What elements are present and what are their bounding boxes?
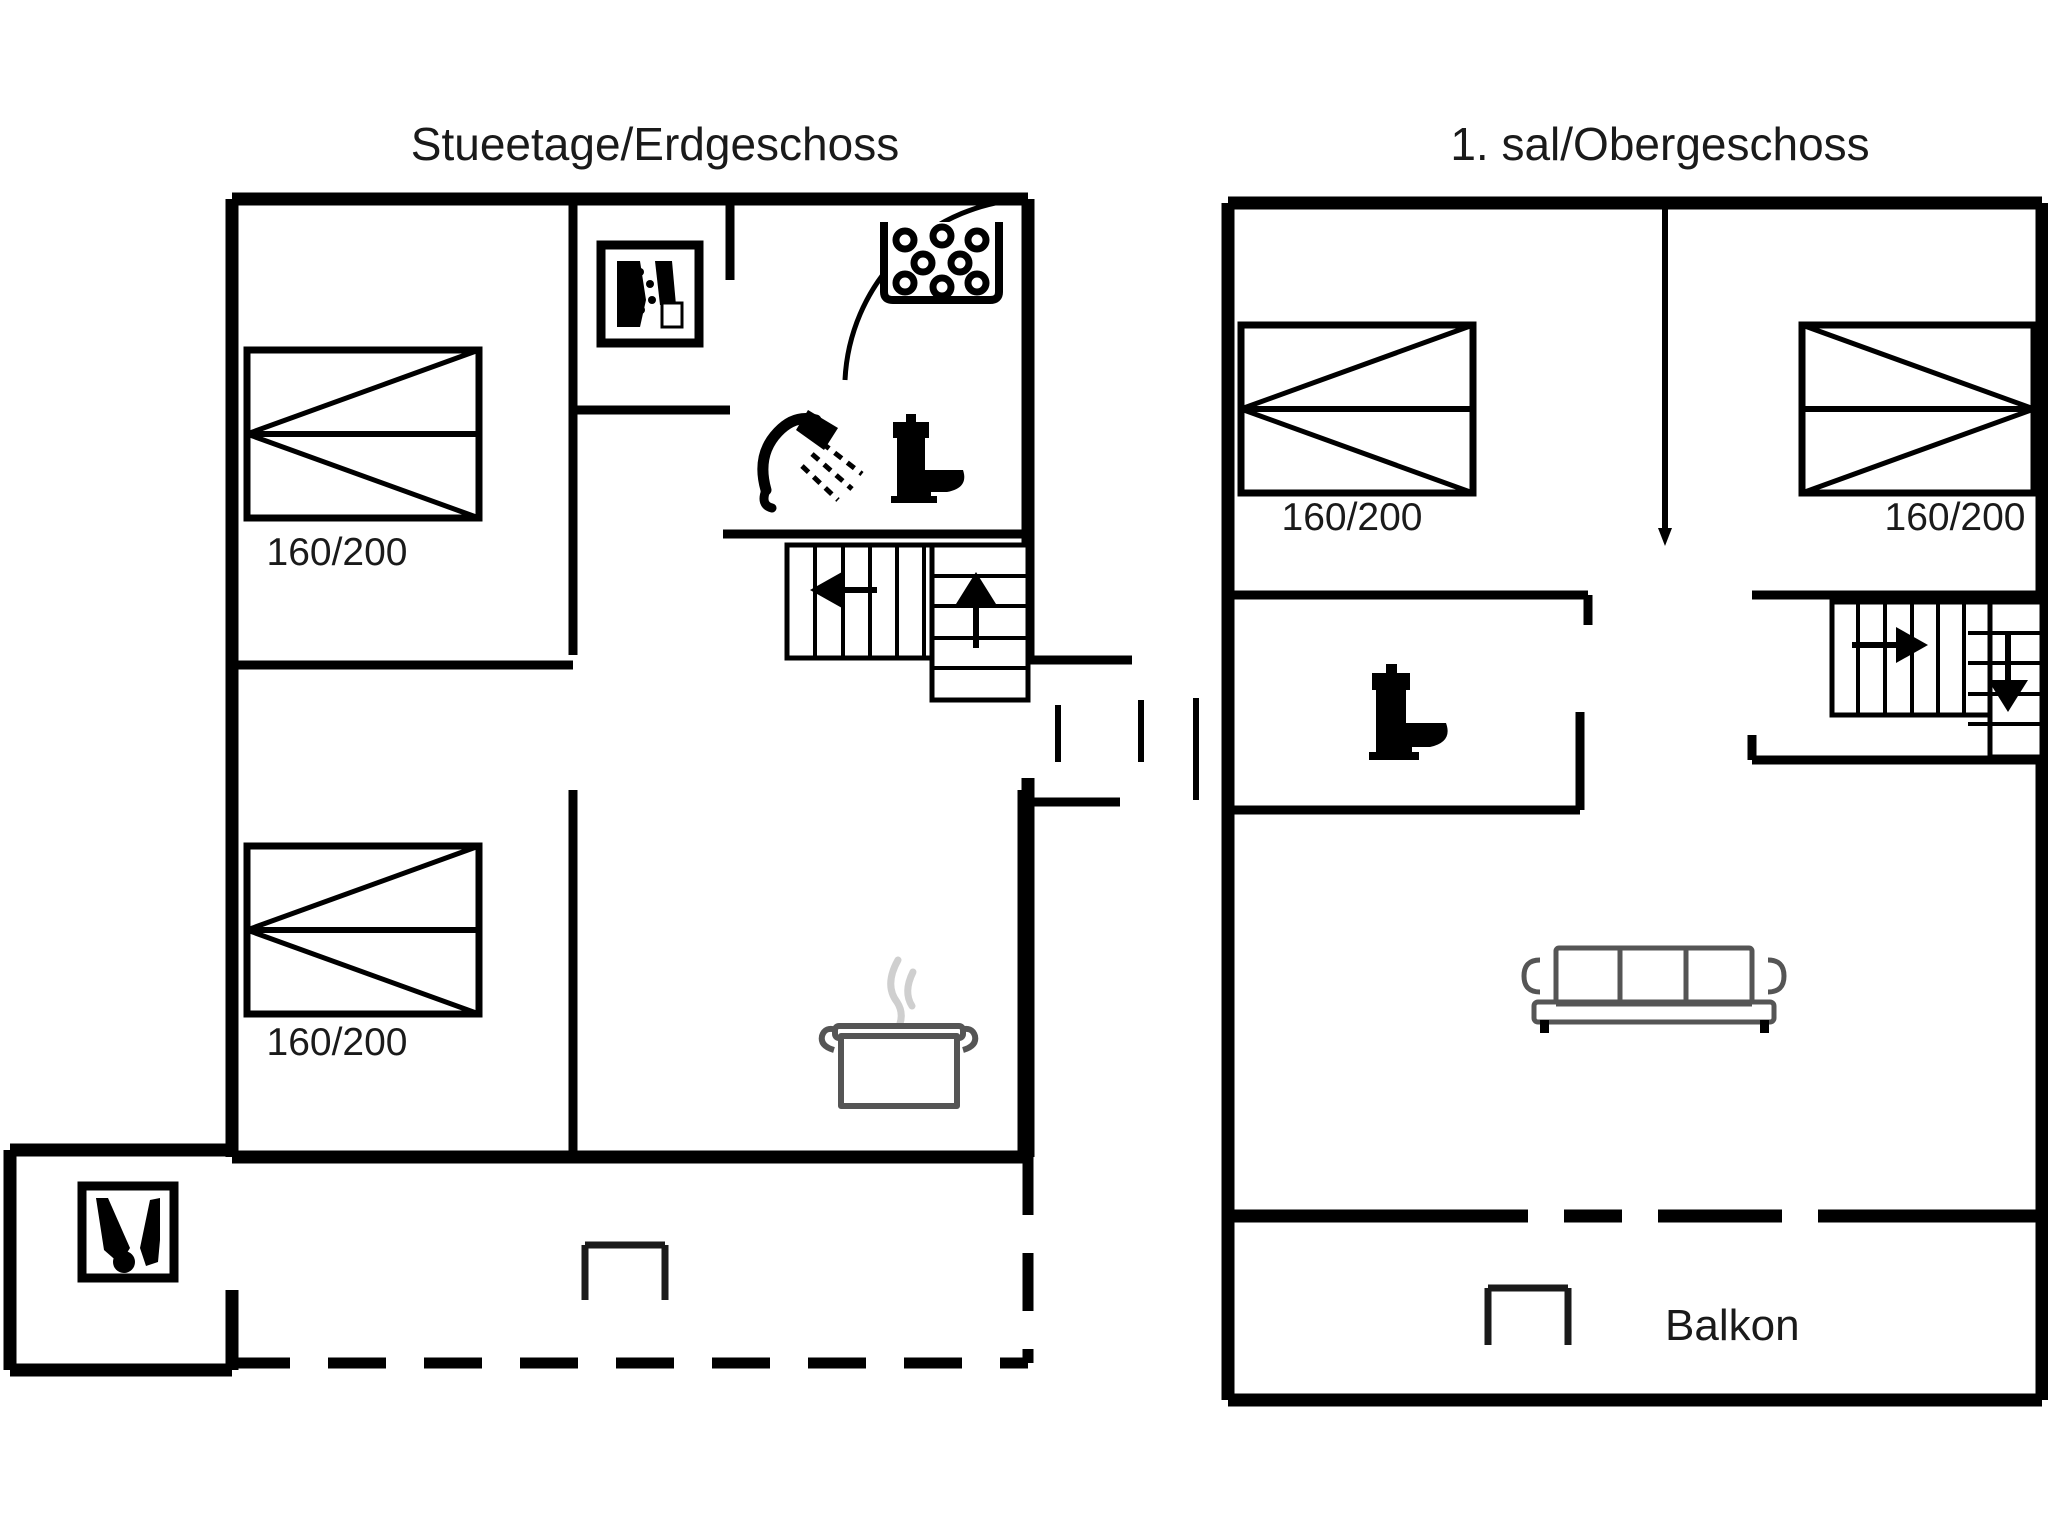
toilet-icon-ground: [891, 414, 965, 503]
sofa-icon: [1521, 945, 1787, 1033]
upper-floor-plan: 160/200 160/200: [1221, 196, 2048, 1407]
bed-upper-left: [243, 346, 483, 522]
upper-divider-tip: [1658, 528, 1672, 546]
cooking-pot-icon: [818, 956, 979, 1109]
toilet-icon-upper: [1369, 664, 1448, 760]
bed-label-ground-upper: 160/200: [267, 531, 408, 574]
stairs-up-icon: [784, 542, 1031, 703]
upper-floor-title: 1. sal/Obergeschoss: [1450, 118, 1869, 170]
ground-floor-title: Stueetage/Erdgeschoss: [411, 118, 899, 170]
garden-tools-icon: [77, 1181, 179, 1283]
balcony-label: Balkon: [1665, 1301, 1800, 1350]
bed-label-upper-right: 160/200: [1885, 496, 2026, 539]
stairs-down-icon: [1829, 599, 2045, 760]
ground-door-gap-marks: [1055, 698, 1199, 800]
balcony-table-symbol: [1484, 1284, 1572, 1345]
ground-floor-plan: 160/200 160/200: [3, 192, 1199, 1377]
bed-upper-floor-right: [1798, 321, 2038, 497]
washing-machine-icon: [596, 240, 704, 348]
bed-upper-floor-left: [1237, 321, 1477, 497]
bed-label-upper-left: 160/200: [1282, 496, 1423, 539]
dishwasher-icon: [880, 222, 1003, 304]
bed-label-ground-lower: 160/200: [267, 1021, 408, 1064]
terrace-table-symbol: [581, 1241, 669, 1300]
shower-icon: [757, 410, 864, 513]
bed-lower-left: [243, 842, 483, 1018]
